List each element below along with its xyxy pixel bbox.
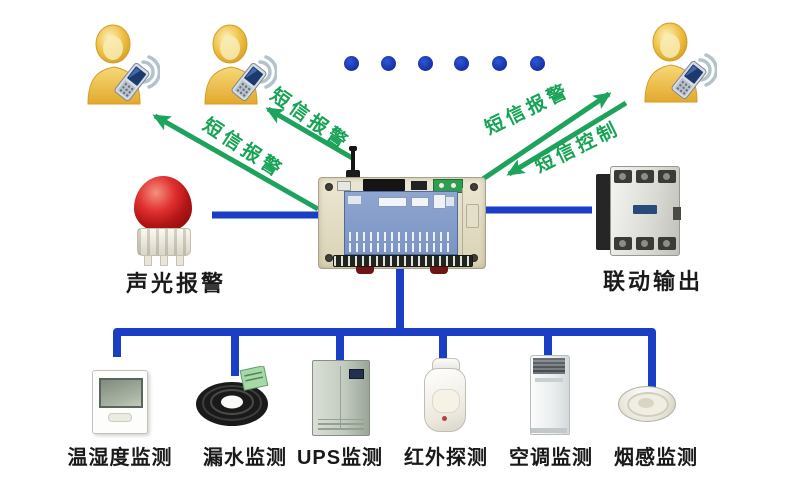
screw-icon: [325, 183, 333, 191]
linkage-output-label: 联动输出: [602, 269, 704, 294]
contactor-label-plate: [633, 205, 657, 214]
sms-control-arrow: [506, 100, 628, 177]
sms-alarm-arrow-user2: [265, 106, 356, 162]
ups-display: [349, 369, 364, 379]
sensor-bus-line: [113, 328, 656, 388]
case-seam: [462, 188, 463, 258]
air-conditioner-label: 空调监测: [509, 447, 593, 469]
beacon-pin: [160, 255, 168, 266]
water-leak-label: 漏水监测: [203, 447, 287, 469]
case-slot: [466, 204, 479, 228]
ellipsis-dot: [418, 56, 433, 71]
water-leak-cable-device: [196, 366, 269, 426]
ac-control-band: [535, 378, 563, 382]
contactor-terminal: [614, 170, 632, 183]
air-conditioner-device: [530, 355, 570, 435]
antenna-icon: [351, 148, 355, 180]
ac-base: [531, 428, 567, 433]
contactor-body: [610, 166, 681, 256]
ups-door-seam: [340, 366, 341, 428]
linkage-output-contactor: [592, 162, 686, 258]
controller-case: [318, 177, 486, 269]
contactor-switch-nub: [673, 207, 681, 220]
sim-module: [363, 179, 405, 191]
smoke-label: 烟感监测: [614, 447, 698, 469]
contactor-terminal: [636, 237, 654, 250]
mounting-foot: [430, 267, 448, 274]
top-chip: [411, 181, 427, 190]
contactor-terminal: [636, 170, 654, 183]
smoke-detector-ring: [627, 392, 669, 417]
ellipsis-dot: [530, 56, 545, 71]
smoke-detector-device: [618, 382, 676, 424]
contactor-terminal: [658, 237, 676, 250]
ac-air-outlet: [533, 358, 565, 374]
pir-body: [424, 368, 466, 432]
pcb-connector: [446, 197, 454, 206]
screw-icon: [325, 254, 333, 262]
antenna-base: [346, 170, 360, 180]
ellipsis-dot: [381, 56, 396, 71]
terminal-tick-row: [349, 232, 453, 241]
infrared-detector-device: [424, 358, 466, 432]
user-1-with-phone-icon: [86, 23, 160, 106]
temperature-humidity-sensor-device: [92, 370, 148, 434]
thermostat-button: [108, 413, 132, 422]
top-connector: [337, 181, 351, 191]
pcb-chip: [348, 196, 361, 204]
sms-alarm-arrow-user1: [152, 113, 320, 212]
mounting-foot: [356, 267, 374, 274]
terminal-screw: [451, 183, 456, 188]
pcb-connector: [433, 194, 446, 209]
beacon-dome: [134, 176, 192, 232]
pcb-button: [378, 197, 407, 207]
ups-label: UPS监测: [296, 447, 384, 469]
antenna-tip: [349, 146, 357, 151]
user-3-with-phone-icon: [643, 21, 717, 104]
contactor-terminal: [614, 237, 632, 250]
screw-icon: [470, 254, 478, 262]
ellipsis-dot: [454, 56, 469, 71]
ellipsis-dot: [492, 56, 507, 71]
ups-vent-grille: [318, 419, 364, 430]
temperature-humidity-label: 温湿度监测: [67, 447, 173, 469]
sound-light-alarm-label: 声光报警: [125, 271, 227, 296]
beacon-pin: [144, 255, 152, 266]
beacon-base: [137, 228, 191, 256]
lcd-screen: [99, 378, 143, 408]
screw-icon: [470, 183, 478, 191]
ups-cabinet-device: [312, 360, 370, 436]
pir-lens: [432, 389, 460, 413]
terminal-screw: [439, 183, 444, 188]
user-2-with-phone-icon: [203, 23, 277, 106]
contactor-terminal: [658, 170, 676, 183]
controller-pcb-panel: [344, 191, 458, 255]
ellipsis-dot: [344, 56, 359, 71]
gsm-alarm-controller-device: [318, 146, 486, 274]
beacon-pin: [176, 255, 184, 266]
pcb-button: [411, 197, 429, 207]
terminal-tick-row: [349, 243, 453, 252]
infrared-label: 红外探测: [404, 447, 488, 469]
bottom-terminal-strip: [333, 255, 473, 267]
sms-alarm-arrow-user3: [478, 91, 612, 184]
pir-led: [442, 416, 447, 421]
smoke-detector-core: [638, 398, 654, 408]
sound-light-alarm-beacon: [133, 176, 195, 266]
